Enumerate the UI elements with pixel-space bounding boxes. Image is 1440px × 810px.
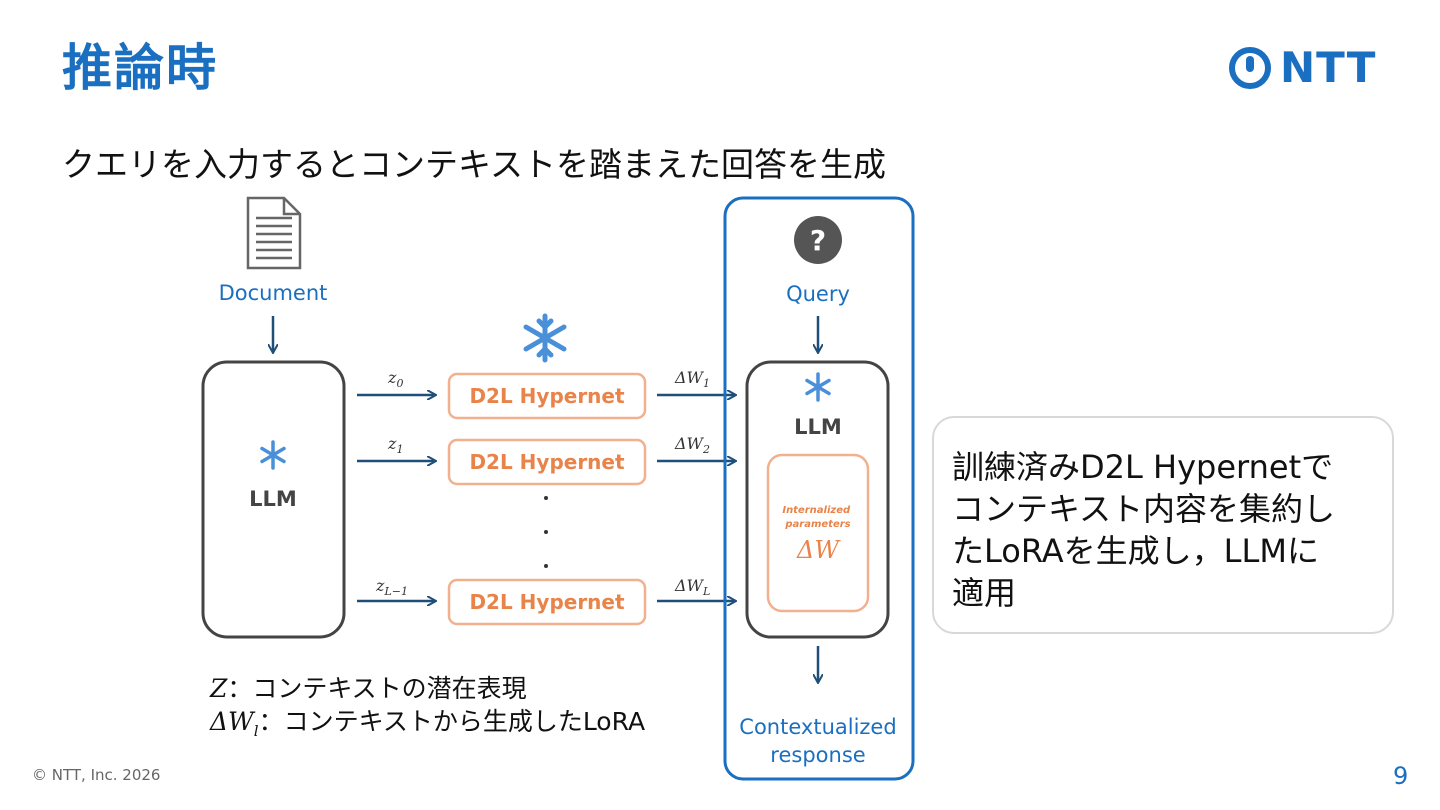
slide-subtitle: クエリを入力するとコンテキストを踏まえた回答を生成: [62, 145, 887, 184]
response-label-line1: Contextualized: [739, 715, 896, 739]
legend-delta-subscript: l: [253, 722, 259, 740]
legend-line-1: Z：コンテキストの潜在表現: [210, 672, 645, 705]
internal-params-box: [766, 453, 870, 613]
side-note-line: 適用: [952, 574, 1017, 612]
document-icon: [246, 196, 302, 270]
legend-delta-symbol: ΔW: [210, 707, 254, 736]
hypernet-label-2: D2L Hypernet: [469, 450, 625, 474]
snowflake-icon: [805, 372, 831, 402]
hypernet-box-2: [447, 438, 647, 486]
side-note-text: 訓練済みD2L Hypernetで コンテキスト内容を集約し たLoRAを生成し…: [952, 446, 1382, 614]
side-note-box: 訓練済みD2L Hypernetで コンテキスト内容を集約し たLoRAを生成し…: [932, 416, 1394, 634]
internal-params-title: Internalized parameters: [782, 505, 853, 530]
ellipsis-dots: [544, 496, 548, 568]
z0-label: z0: [387, 368, 403, 390]
side-note-line: たLoRAを生成し，LLMに: [952, 532, 1319, 570]
question-icon: ?: [794, 216, 842, 264]
ntt-logo: NTT: [1228, 44, 1388, 92]
page-title: 推論時: [62, 39, 218, 97]
frozen-snowflake-icon: [523, 313, 567, 363]
response-label-line2: response: [770, 743, 865, 767]
hypernet-label-3: D2L Hypernet: [469, 590, 625, 614]
svg-text:?: ?: [810, 224, 826, 257]
legend-z-symbol: Z: [210, 674, 228, 703]
copyright-footer: © NTT, Inc. 2026: [32, 766, 161, 784]
delta2-label: ΔW2: [674, 434, 710, 456]
document-label: Document: [219, 281, 328, 305]
hypernet-box-3: [447, 578, 647, 626]
z1-label: z1: [387, 434, 403, 456]
legend-delta-text: ：コンテキストから生成したLoRA: [258, 707, 646, 736]
logo-text: NTT: [1280, 43, 1377, 92]
page-number: 9: [1393, 762, 1409, 790]
zL-label: zL−1: [375, 576, 408, 598]
llm-left-label: LLM: [249, 487, 297, 511]
delta1-label: ΔW1: [674, 368, 710, 390]
llm-left-box: [201, 360, 346, 639]
ntt-logo-mark-icon: [1229, 47, 1271, 89]
query-pipeline-frame: [723, 196, 915, 781]
side-note-line: コンテキスト内容を集約し: [952, 490, 1336, 528]
snowflake-icon: [260, 440, 286, 470]
internal-params-symbol: ΔW: [796, 536, 841, 564]
deltaL-label: ΔWL: [674, 576, 710, 598]
hypernet-box-1: [447, 372, 647, 420]
legend: Z：コンテキストの潜在表現 ΔWl：コンテキストから生成したLoRA: [210, 672, 645, 748]
llm-right-label: LLM: [794, 415, 842, 439]
query-label: Query: [786, 282, 850, 306]
legend-line-2: ΔWl：コンテキストから生成したLoRA: [210, 705, 645, 748]
hypernet-label-1: D2L Hypernet: [469, 384, 625, 408]
side-note-line: 訓練済みD2L Hypernetで: [952, 448, 1334, 486]
legend-z-text: ：コンテキストの潜在表現: [227, 674, 527, 703]
